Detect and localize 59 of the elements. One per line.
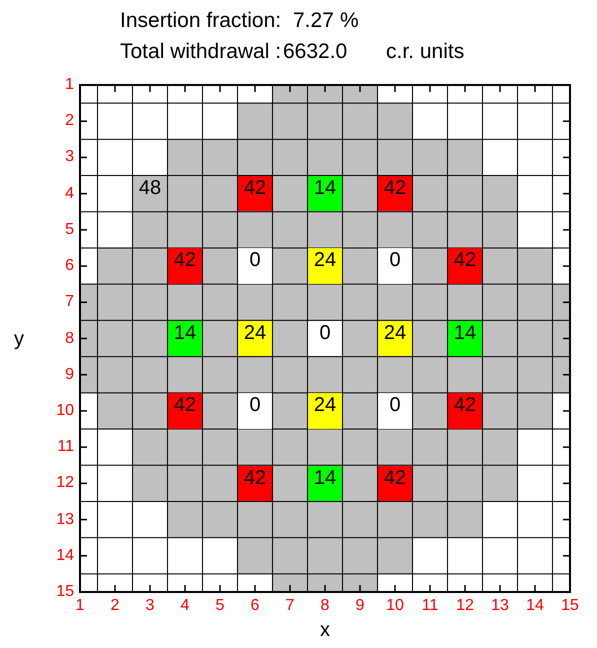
- map-cell: 0: [238, 248, 272, 284]
- axis-tick-label: 10: [56, 402, 74, 419]
- axis-tick-label: 5: [216, 598, 224, 614]
- axis-tick-label: 9: [356, 598, 364, 614]
- axis-tick-label: 15: [56, 584, 74, 600]
- map-cell: 42: [238, 466, 272, 501]
- map-cell: 24: [308, 248, 342, 284]
- axis-tick-label: 14: [56, 548, 74, 564]
- map-cell: 14: [168, 320, 202, 356]
- axis-title: y: [14, 328, 24, 348]
- axis-tick-label: 13: [56, 512, 74, 528]
- axis-title: x: [320, 620, 330, 640]
- axis-tick-label: 4: [180, 598, 190, 614]
- axis-tick-label: 1: [65, 77, 74, 93]
- axis-tick-label: 12: [456, 598, 474, 614]
- map-cell: 24: [238, 320, 272, 356]
- axis-tick-label: 2: [65, 113, 74, 130]
- axis-tick-label: 15: [561, 598, 579, 614]
- axis-tick-label: 12: [56, 475, 74, 492]
- axis-tick-label: 11: [422, 598, 438, 614]
- header-label: Insertion fraction:: [120, 10, 282, 31]
- axis-tick-label: 4: [65, 186, 74, 202]
- map-cell: 42: [168, 248, 202, 284]
- map-cell: 42: [378, 466, 412, 501]
- axis-tick-label: 6: [65, 258, 74, 274]
- axis-tick-label: 7: [286, 598, 294, 614]
- map-cell: 14: [308, 466, 342, 501]
- map-cell: 0: [378, 393, 412, 429]
- value-text: 7.27: [293, 10, 334, 31]
- map-cell: 0: [238, 393, 272, 429]
- axis-tick-label: 3: [146, 598, 154, 614]
- axis-tick-label: 9: [65, 366, 74, 383]
- axis-tick-label: 10: [386, 598, 404, 614]
- axis-tick-label: 1: [76, 598, 84, 614]
- map-cell: 42: [378, 176, 412, 212]
- map-cell: 42: [448, 393, 482, 429]
- axis-tick-label: 13: [491, 598, 509, 614]
- axis-tick-label: 6: [250, 598, 260, 614]
- axis-tick-label: 7: [65, 294, 74, 310]
- axis-tick-label: 8: [320, 598, 330, 614]
- map-cell: 14: [448, 320, 482, 356]
- axis-tick-label: 3: [65, 149, 74, 166]
- map-cell: 42: [448, 248, 482, 284]
- map-cell: 0: [378, 248, 412, 284]
- map-cell: 24: [378, 320, 412, 356]
- axis-tick-label: 8: [65, 330, 74, 346]
- header-label: Total withdrawal :: [120, 41, 282, 62]
- axis-tick-label: 5: [65, 222, 74, 238]
- map-cell: 14: [308, 176, 342, 212]
- axis-tick-label: 14: [526, 598, 544, 614]
- unit-text: c.r. units: [386, 41, 464, 62]
- map-cell: 42: [238, 176, 272, 212]
- map-cell: 0: [308, 320, 342, 356]
- unit-text: %: [340, 10, 359, 31]
- map-cell: 24: [308, 393, 342, 429]
- axis-tick-label: 11: [57, 439, 74, 456]
- map-cell: 42: [168, 393, 202, 429]
- value-text: 6632.0: [283, 41, 348, 62]
- axis-tick-label: 2: [110, 598, 120, 614]
